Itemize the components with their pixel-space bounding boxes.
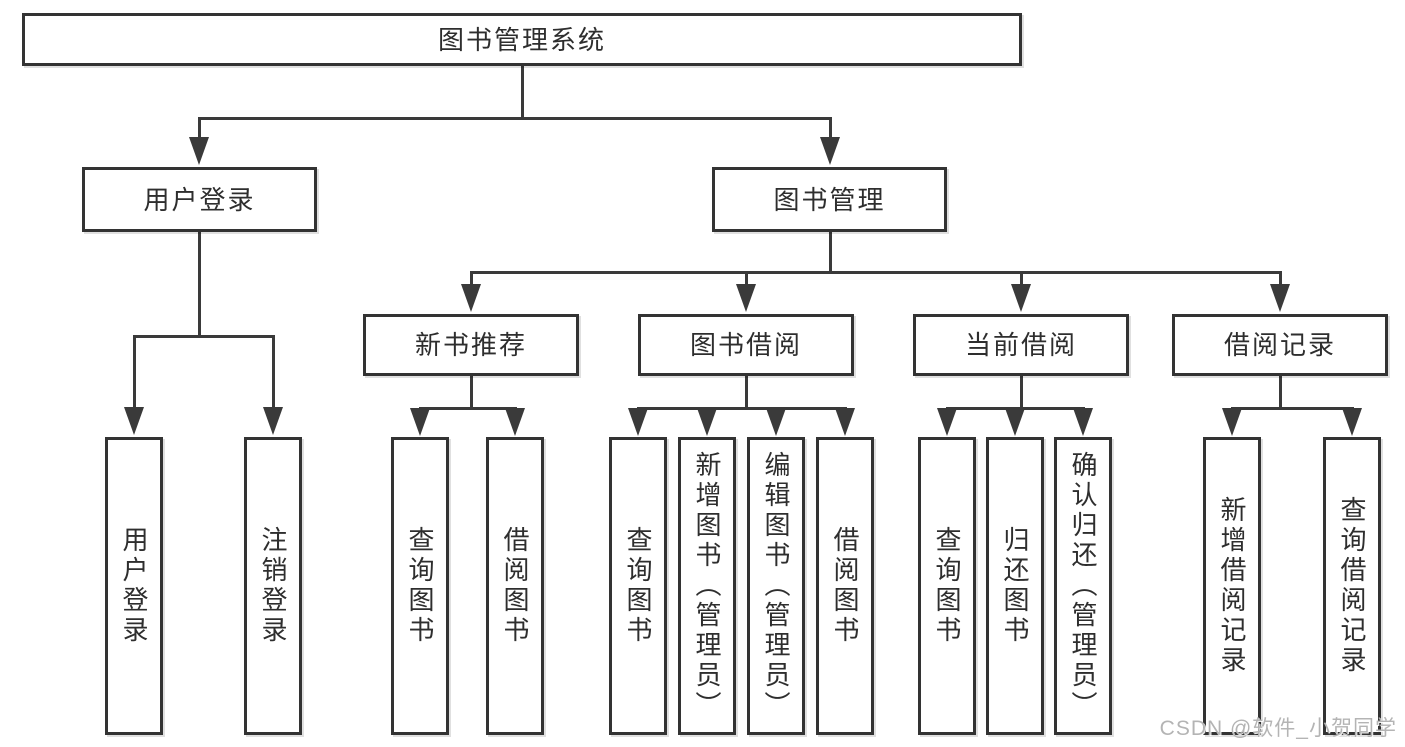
node-label-leaf-add-borrow-rec: 新增借阅记录 — [1217, 496, 1247, 676]
connector-root-stem — [520, 66, 524, 118]
connector-root-drop-line-1 — [828, 118, 832, 141]
node-label-book-management: 图书管理 — [773, 184, 886, 215]
watermark: CSDN @软件_小贺同学 — [1159, 717, 1397, 740]
connector-user-login-bar — [132, 334, 275, 338]
node-label-leaf-borrow-books-rec: 借阅图书 — [500, 526, 530, 646]
connector-book-borrowing-arrowhead-icon-2 — [766, 408, 786, 436]
connector-book-management-arrowhead-icon-1 — [736, 284, 756, 312]
node-leaf-query-books-cur: 查询图书 — [918, 437, 976, 735]
connector-root-arrowhead-icon-0 — [189, 137, 209, 165]
connector-user-login-drop-line-0 — [132, 336, 136, 411]
node-label-leaf-borrow-books-bor: 借阅图书 — [830, 526, 860, 646]
node-leaf-return-book: 归还图书 — [986, 437, 1044, 735]
node-leaf-logout: 注销登录 — [244, 437, 302, 735]
node-leaf-query-books-rec: 查询图书 — [391, 437, 449, 735]
connector-book-borrowing-arrowhead-icon-0 — [628, 408, 648, 436]
node-leaf-add-borrow-rec: 新增借阅记录 — [1203, 437, 1261, 735]
node-label-leaf-logout: 注销登录 — [258, 526, 288, 646]
node-leaf-edit-book-admin: 编辑图书（管理员） — [747, 437, 805, 735]
connector-user-login-stem — [197, 232, 201, 336]
node-label-leaf-query-books-bor: 查询图书 — [623, 526, 653, 646]
node-label-book-borrowing: 图书借阅 — [689, 330, 802, 360]
node-label-leaf-user-login: 用户登录 — [119, 526, 149, 646]
connector-root-bar — [197, 116, 832, 120]
connector-new-book-recommend-stem — [469, 376, 473, 408]
node-label-leaf-return-book: 归还图书 — [1000, 526, 1030, 646]
node-leaf-borrow-books-rec: 借阅图书 — [486, 437, 544, 735]
connector-book-management-bar — [469, 270, 1282, 274]
node-leaf-query-books-bor: 查询图书 — [609, 437, 667, 735]
connector-new-book-recommend-arrowhead-icon-1 — [505, 408, 525, 436]
connector-book-management-arrowhead-icon-0 — [461, 284, 481, 312]
node-label-user-login: 用户登录 — [143, 184, 256, 215]
connector-borrowing-records-arrowhead-icon-1 — [1342, 408, 1362, 436]
node-current-borrowing: 当前借阅 — [913, 314, 1129, 376]
node-label-leaf-confirm-return: 确认归还（管理员） — [1068, 451, 1098, 721]
node-label-borrowing-records: 借阅记录 — [1223, 330, 1336, 360]
connector-book-management-drop-line-1 — [744, 272, 748, 288]
connector-book-management-drop-line-0 — [469, 272, 473, 288]
connector-book-borrowing-arrowhead-icon-3 — [835, 408, 855, 436]
node-leaf-confirm-return: 确认归还（管理员） — [1054, 437, 1112, 735]
connector-borrowing-records-arrowhead-icon-0 — [1222, 408, 1242, 436]
node-label-new-book-recommend: 新书推荐 — [414, 330, 527, 360]
connector-user-login-arrowhead-icon-1 — [263, 407, 283, 435]
connector-book-management-drop-line-3 — [1278, 272, 1282, 288]
node-borrowing-records: 借阅记录 — [1172, 314, 1388, 376]
connector-user-login-drop-line-1 — [271, 336, 275, 411]
connector-borrowing-records-bar — [1230, 406, 1354, 410]
connector-book-management-stem — [828, 232, 832, 272]
connector-book-borrowing-arrowhead-icon-1 — [697, 408, 717, 436]
connector-new-book-recommend-bar — [418, 406, 517, 410]
node-label-leaf-add-book-admin: 新增图书（管理员） — [692, 451, 722, 721]
connector-book-management-arrowhead-icon-2 — [1011, 284, 1031, 312]
node-label-current-borrowing: 当前借阅 — [964, 330, 1077, 360]
connector-current-borrowing-arrowhead-icon-1 — [1005, 408, 1025, 436]
node-leaf-add-book-admin: 新增图书（管理员） — [678, 437, 736, 735]
node-label-leaf-query-borrow-rec: 查询借阅记录 — [1337, 496, 1367, 676]
connector-current-borrowing-stem — [1019, 376, 1023, 408]
node-label-root: 图书管理系统 — [437, 24, 606, 55]
connector-root-drop-line-0 — [197, 118, 201, 141]
node-leaf-borrow-books-bor: 借阅图书 — [816, 437, 874, 735]
node-leaf-query-borrow-rec: 查询借阅记录 — [1323, 437, 1381, 735]
connector-user-login-arrowhead-icon-0 — [124, 407, 144, 435]
node-label-leaf-query-books-cur: 查询图书 — [932, 526, 962, 646]
connector-book-borrowing-bar — [636, 406, 847, 410]
connector-current-borrowing-arrowhead-icon-0 — [937, 408, 957, 436]
connector-borrowing-records-stem — [1278, 376, 1282, 408]
connector-book-management-arrowhead-icon-3 — [1270, 284, 1290, 312]
connector-root-arrowhead-icon-1 — [820, 137, 840, 165]
connector-current-borrowing-arrowhead-icon-2 — [1073, 408, 1093, 436]
node-label-leaf-query-books-rec: 查询图书 — [405, 526, 435, 646]
node-user-login: 用户登录 — [82, 167, 317, 232]
node-new-book-recommend: 新书推荐 — [363, 314, 579, 376]
node-root: 图书管理系统 — [22, 13, 1022, 66]
node-label-leaf-edit-book-admin: 编辑图书（管理员） — [761, 451, 791, 721]
node-book-borrowing: 图书借阅 — [638, 314, 854, 376]
node-leaf-user-login: 用户登录 — [105, 437, 163, 735]
node-book-management: 图书管理 — [712, 167, 947, 232]
connector-book-management-drop-line-2 — [1019, 272, 1023, 288]
connector-book-borrowing-stem — [744, 376, 748, 408]
connector-new-book-recommend-arrowhead-icon-0 — [410, 408, 430, 436]
